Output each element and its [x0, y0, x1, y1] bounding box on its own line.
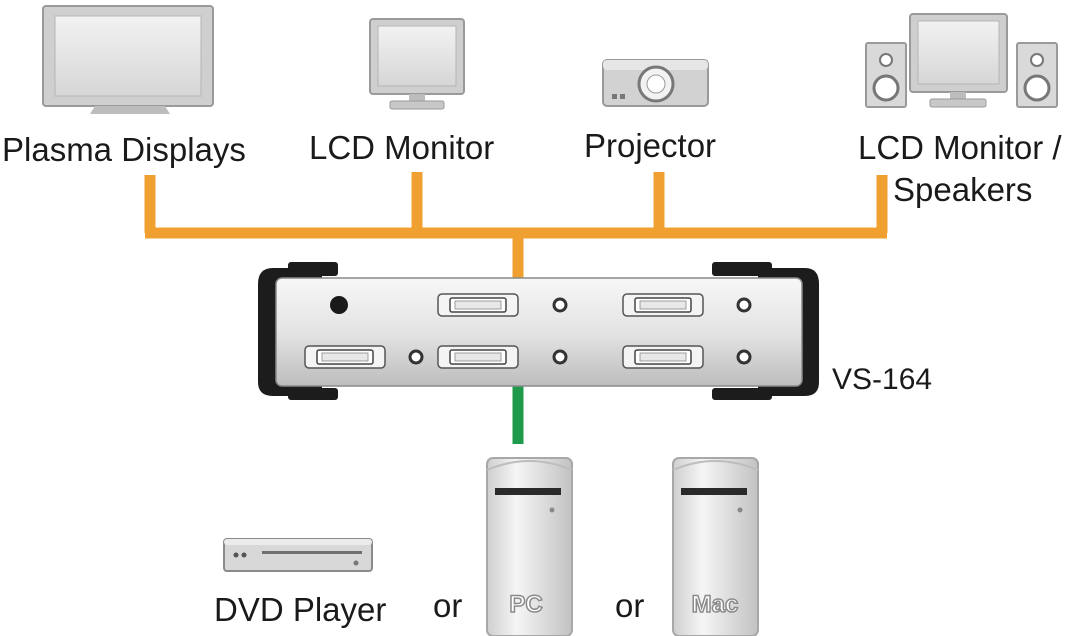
lcd-monitor-icon: [369, 18, 465, 110]
led-bottom-1: [552, 349, 568, 365]
pc-tower-icon: PC: [486, 457, 573, 636]
mac-tower-icon: Mac: [672, 457, 759, 636]
led-top-2: [736, 297, 752, 313]
dvi-port-top-1: [437, 293, 519, 317]
label-device-model: VS-164: [832, 363, 933, 396]
mac-tower-badge: Mac: [692, 591, 739, 618]
label-or-1: or: [433, 587, 463, 624]
led-top-1: [552, 297, 568, 313]
output-link-lines: [144, 172, 888, 278]
plasma-display-icon: [42, 5, 214, 114]
label-or-2: or: [615, 587, 645, 624]
dvi-port-bottom-2: [622, 345, 704, 369]
pc-tower-badge: PC: [509, 591, 542, 618]
lcd-monitor-speakers-icon: [865, 13, 1058, 108]
label-projector: Projector: [584, 127, 717, 164]
label-lcd-monitor: LCD Monitor: [309, 129, 495, 166]
dvi-port-input: [304, 345, 386, 369]
label-dvd-player: DVD Player: [214, 591, 387, 628]
dvi-port-top-2: [622, 293, 704, 317]
projector-icon: [602, 59, 709, 107]
splitter-icon: [258, 262, 819, 400]
led-input: [408, 349, 424, 365]
dvi-port-bottom-1: [437, 345, 519, 369]
led-bottom-2: [736, 349, 752, 365]
dvd-player-icon: [223, 538, 373, 572]
label-lcd-monitor-speakers-line1: LCD Monitor /: [858, 129, 1062, 166]
label-lcd-monitor-speakers-line2: Speakers: [893, 171, 1033, 208]
label-plasma-displays: Plasma Displays: [2, 131, 246, 168]
power-jack: [330, 296, 348, 314]
